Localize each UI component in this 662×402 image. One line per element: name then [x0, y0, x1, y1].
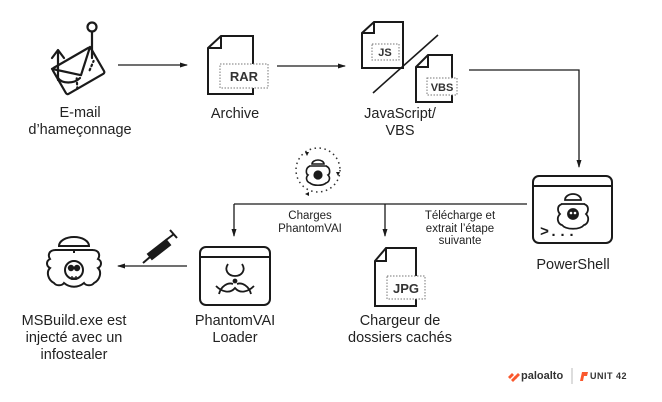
hidden-folder-loader-label: Chargeur de dossiers cachés — [348, 313, 452, 346]
vbs-tag: VBS — [431, 82, 454, 94]
connectors — [117, 62, 582, 269]
unit42-logo-icon — [580, 372, 588, 381]
paloalto-wordmark: paloalto — [521, 370, 564, 382]
powershell-label: PowerShell — [536, 257, 610, 273]
scripts-label: JavaScript/ VBS — [364, 106, 436, 139]
phantomvai-window-icon — [199, 246, 271, 306]
javascript-file-icon — [361, 21, 404, 69]
powershell-prompt: >... — [540, 224, 576, 241]
archive-tag: RAR — [230, 69, 259, 84]
msbuild-label: MSBuild.exe est injecté avec un infostea… — [21, 313, 127, 363]
archive-label: Archive — [210, 106, 260, 122]
jpg-file-icon — [374, 247, 426, 307]
powershell-window-icon — [532, 175, 613, 244]
javascript-tag: JS — [378, 47, 391, 59]
phantomvai-loader-label: PhantomVAI Loader — [194, 313, 276, 346]
jpg-tag: JPG — [393, 281, 419, 296]
phishing-email-icon — [50, 21, 106, 96]
paloalto-logo-icon — [508, 373, 520, 382]
syringe-icon — [142, 229, 178, 264]
biohazard-icon — [215, 263, 255, 295]
archive-file-icon — [207, 35, 269, 95]
vbs-file-icon — [415, 54, 458, 103]
phishing-email-label: E-mail d’hameçonnage — [28, 105, 132, 138]
separator-slash — [372, 34, 439, 94]
edge-label-loads-phantomvai: Charges PhantomVAI — [278, 210, 342, 235]
edge-label-downloads-next-stage: Télécharge et extrait l’étape suivante — [424, 210, 496, 247]
unit42-wordmark: UNIT 42 — [590, 371, 628, 381]
loop-malware-icon — [295, 147, 341, 196]
arrow-scripts-to-powershell — [469, 69, 582, 168]
malware-bug-icon — [556, 193, 590, 230]
msbuild-bug-icon — [46, 236, 102, 288]
